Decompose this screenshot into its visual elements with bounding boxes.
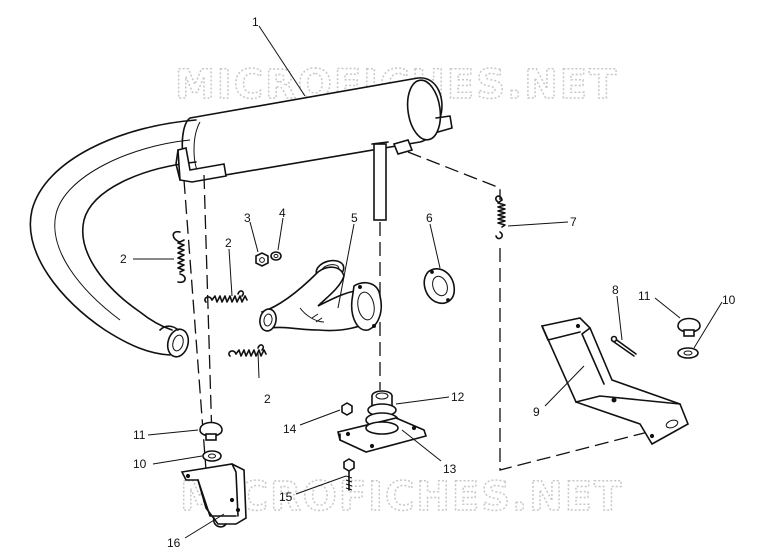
spring-right-part-7 — [495, 195, 506, 240]
grommet-part-11-right — [677, 317, 701, 337]
spring-middle — [204, 290, 248, 303]
callout-labels: 1 2 2 2 3 4 5 6 7 8 9 10 10 11 11 12 13 … — [120, 15, 736, 550]
grommet-part-11-left — [199, 421, 223, 441]
bolt-part-15 — [343, 458, 355, 491]
callout-6: 6 — [426, 211, 433, 225]
leader-lines — [133, 25, 723, 539]
callout-15: 15 — [279, 490, 293, 504]
callout-7: 7 — [570, 215, 577, 229]
callout-9: 9 — [533, 405, 540, 419]
callout-14: 14 — [283, 422, 297, 436]
exhaust-manifold — [259, 259, 383, 332]
callout-5: 5 — [351, 211, 358, 225]
callout-2-left: 2 — [120, 252, 127, 266]
callout-8: 8 — [612, 283, 619, 297]
callout-4: 4 — [279, 206, 286, 220]
pin-part-8 — [610, 335, 637, 357]
callout-12: 12 — [451, 390, 465, 404]
nut-part-14 — [341, 402, 353, 416]
callout-11-left: 11 — [133, 428, 146, 442]
callout-10-right: 10 — [722, 293, 736, 307]
assembly-guide-lines — [183, 151, 649, 471]
washer-part-10-right — [677, 347, 699, 359]
gasket-part-6 — [423, 268, 456, 304]
bracket-part-9 — [540, 317, 690, 446]
washer-part-4 — [270, 251, 282, 261]
callout-1: 1 — [252, 15, 259, 29]
callout-3: 3 — [244, 211, 251, 225]
callout-16: 16 — [167, 536, 181, 550]
nut-part-3 — [255, 252, 269, 267]
bracket-part-16 — [180, 463, 247, 528]
watermark-bottom: MICROFICHES.NET — [180, 474, 623, 520]
mount-plate-part-13 — [337, 417, 428, 453]
callout-10-left: 10 — [133, 457, 147, 471]
callout-11-right: 11 — [638, 289, 651, 303]
spring-left — [172, 230, 186, 284]
callout-13: 13 — [443, 462, 457, 476]
washer-part-10-left — [202, 450, 222, 462]
rubber-mount-part-12 — [365, 390, 399, 428]
spring-lower — [228, 344, 267, 357]
muffler-assembly — [29, 77, 453, 358]
callout-2-lower: 2 — [264, 392, 271, 406]
callout-2-middle: 2 — [225, 236, 232, 250]
